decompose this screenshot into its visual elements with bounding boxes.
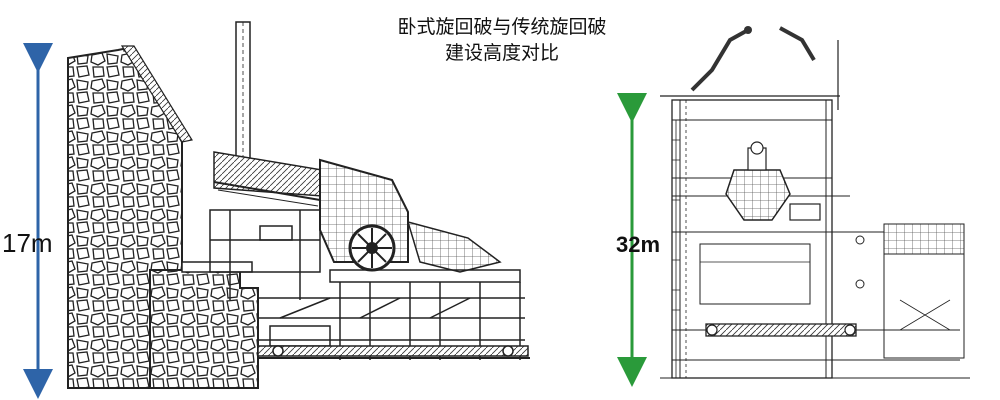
right-height-label: 32m [616,232,661,257]
title-line-2: 建设高度对比 [444,42,559,64]
title-line-1: 卧式旋回破与传统旋回破 [397,16,607,38]
left-height-label: 17m [2,228,53,258]
figure-title: 卧式旋回破与传统旋回破 建设高度对比 [352,14,652,66]
left-installation-drawing [67,21,530,389]
right-installation-drawing [660,26,970,379]
